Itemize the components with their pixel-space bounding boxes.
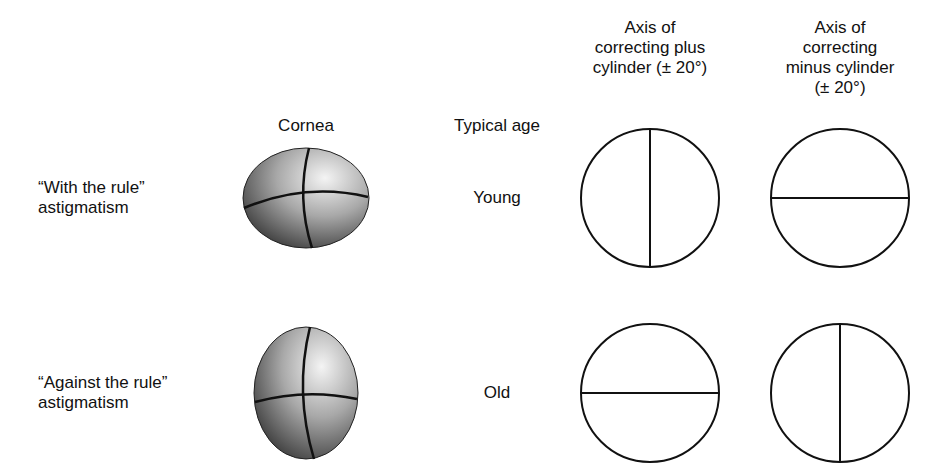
axis-circles	[581, 129, 909, 462]
cornea-wide	[243, 148, 369, 248]
column-heading: Axis of correcting minus cylinder (± 20°…	[778, 18, 902, 98]
row-label: “Against the rule” astigmatism	[38, 373, 208, 413]
age-label: Young	[447, 188, 547, 208]
column-heading: Cornea	[256, 116, 356, 136]
cornea-tall	[254, 327, 358, 459]
column-heading: Typical age	[437, 116, 557, 136]
age-label: Old	[447, 383, 547, 403]
column-heading: Axis of correcting plus cylinder (± 20°)	[588, 18, 712, 78]
row-label: “With the rule” astigmatism	[38, 178, 208, 218]
